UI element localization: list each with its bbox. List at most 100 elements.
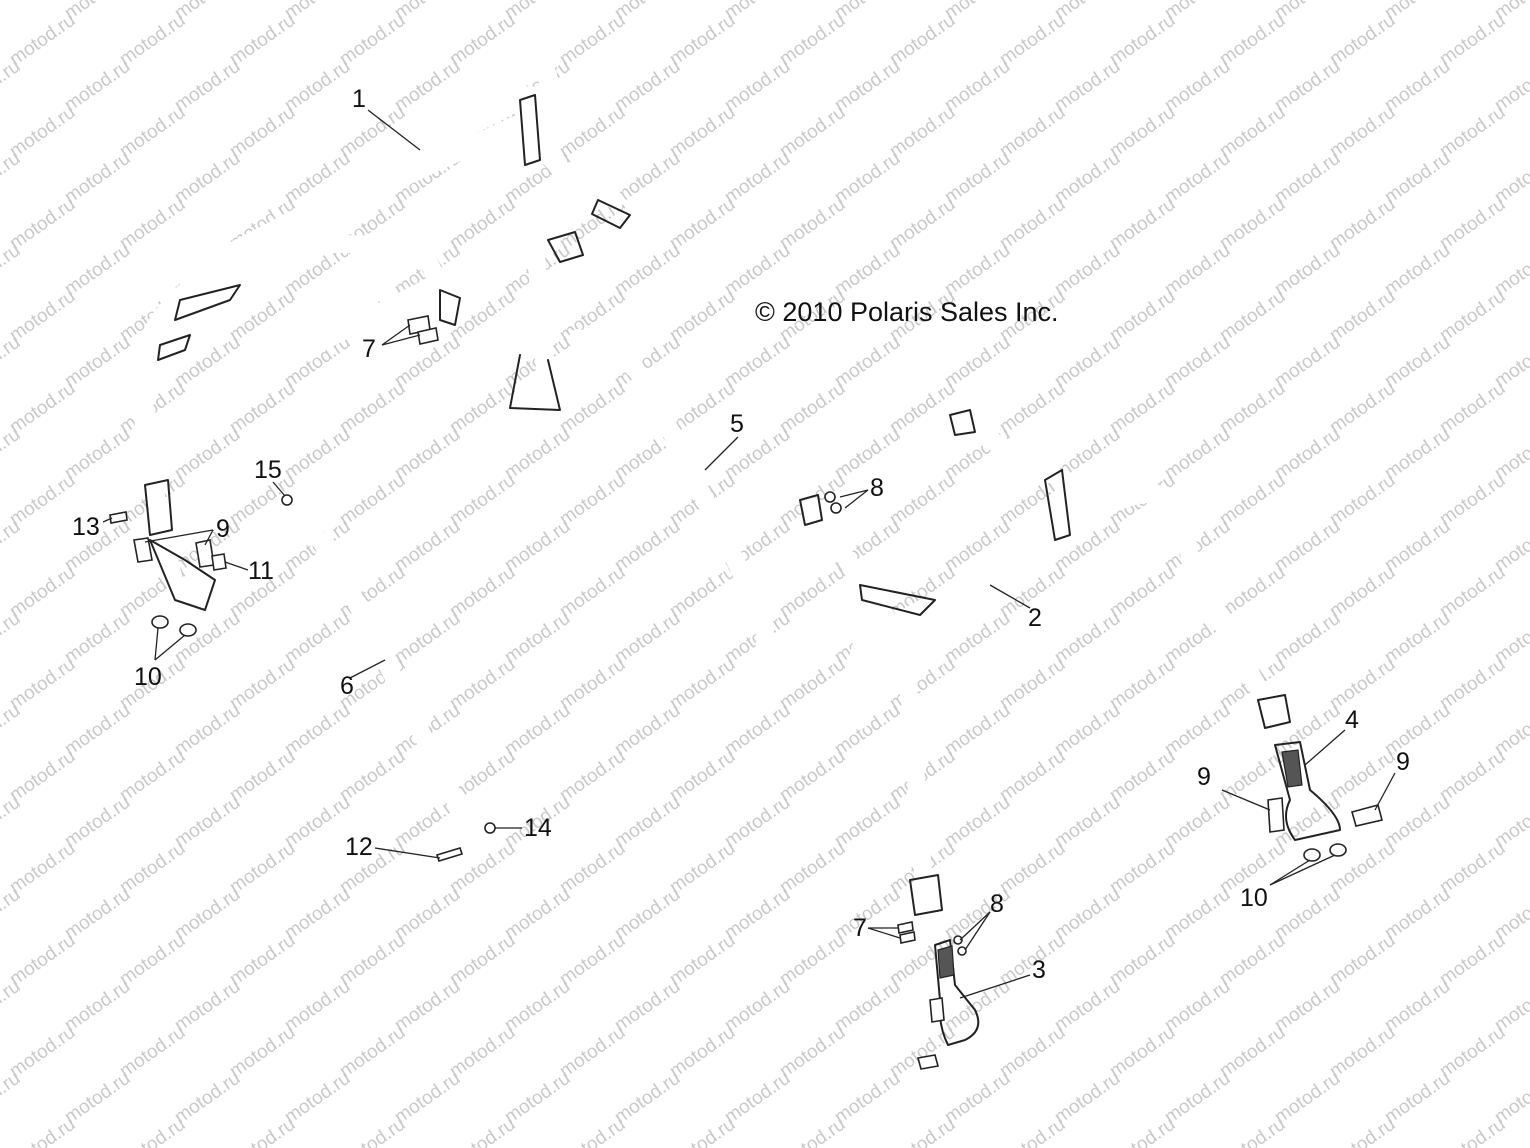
watermark-text: motod.ru — [1271, 332, 1344, 392]
watermark-text: motod.ru — [666, 838, 739, 898]
tube-core — [801, 496, 904, 639]
watermark-text: motod.ru — [721, 792, 794, 852]
watermark-text: motod.ru — [1271, 976, 1344, 1036]
watermark-text: motod.ru — [1381, 792, 1454, 852]
watermark-text: motod.ru — [1216, 194, 1289, 254]
watermark-text: motod.ru — [996, 838, 1069, 898]
watermark-text: motod.ru — [391, 424, 464, 484]
watermark-text: motod.ru — [501, 1068, 574, 1128]
watermark-text: motod.ru — [171, 148, 244, 208]
watermark-text: motod.ru — [1326, 562, 1399, 622]
watermark-text: motod.ru — [1161, 56, 1234, 116]
leader-lines — [102, 109, 1396, 999]
watermark-text: motod.ru — [886, 194, 959, 254]
watermark-text: motod.ru — [1051, 240, 1124, 300]
watermark-text: motod.ru — [831, 56, 904, 116]
watermark-text: motod.ru — [666, 194, 739, 254]
watermark-text: motod.ru — [721, 976, 794, 1036]
watermark-text: motod.ru — [1271, 700, 1344, 760]
watermark-text: motod.ru — [996, 194, 1069, 254]
watermark-text: motod.ru — [996, 746, 1069, 806]
tube-core — [421, 201, 594, 304]
watermark-text: motod.ru — [446, 378, 519, 438]
watermark-text: motod.ru — [171, 700, 244, 760]
watermark-text: motod.ru — [556, 470, 629, 530]
watermark-text: motod.ru — [1161, 1068, 1234, 1128]
watermark-text: motod.ru — [941, 148, 1014, 208]
watermark-text: motod.ru — [831, 332, 904, 392]
watermark-text: motod.ru — [611, 1068, 684, 1128]
watermark-text: motod.ru — [336, 1114, 409, 1148]
watermark-text: motod.ru — [666, 746, 739, 806]
callout-10-left: 10 — [134, 663, 162, 691]
watermark-text: motod.ru — [721, 700, 794, 760]
tube-core — [266, 501, 484, 854]
copyright-notice: © 2010 Polaris Sales Inc. — [755, 297, 1059, 327]
watermark-text: motod.ru — [61, 240, 134, 300]
watermark-text: motod.ru — [996, 102, 1069, 162]
watermark-text: motod.ru — [501, 700, 574, 760]
watermark-text: motod.ru — [6, 194, 79, 254]
callout-13: 13 — [72, 513, 100, 541]
watermark-text: motod.ru — [556, 930, 629, 990]
watermark-text: motod.ru — [1381, 1068, 1454, 1128]
watermark-text: motod.ru — [611, 56, 684, 116]
watermark-text: motod.ru — [556, 1114, 629, 1148]
watermark-text: motod.ru — [1106, 10, 1179, 70]
watermark-text: motod.ru — [116, 838, 189, 898]
watermark-text: motod.ru — [171, 1068, 244, 1128]
watermark-text: motod.ru — [6, 654, 79, 714]
watermark-text: motod.ru — [556, 378, 629, 438]
watermark-text: motod.ru — [116, 10, 189, 70]
watermark-text: motod.ru — [281, 56, 354, 116]
callout-12: 12 — [345, 833, 373, 861]
callout-labels: 1 2 3 4 5 6 7 7 8 8 9 9 9 10 10 11 12 13… — [72, 85, 1410, 984]
watermark-text: motod.ru — [226, 286, 299, 346]
watermark-text: motod.ru — [1436, 930, 1509, 990]
front-foot-bracket — [916, 939, 980, 1070]
watermark-text: motod.ru — [666, 930, 739, 990]
watermark-text: motod.ru — [1106, 838, 1179, 898]
watermark-text: motod.ru — [666, 1114, 739, 1148]
watermark-text: motod.ru — [1326, 378, 1399, 438]
watermark-text: motod.ru — [1161, 700, 1234, 760]
watermark-text: motod.ru — [721, 1068, 794, 1128]
watermark-text: motod.ru — [776, 1114, 849, 1148]
watermark-text: motod.ru — [721, 56, 794, 116]
watermark-text: motod.ru — [941, 792, 1014, 852]
watermark-text: motod.ru — [556, 562, 629, 622]
watermark-text: motod.ru — [116, 1114, 189, 1148]
watermark-text: motod.ru — [1106, 194, 1179, 254]
watermark-text: motod.ru — [1271, 56, 1344, 116]
watermark-text: motod.ru — [336, 470, 409, 530]
watermark-text: motod.ru — [391, 516, 464, 576]
watermark-text: motod.ru — [6, 286, 79, 346]
watermark-text: motod.ru — [281, 1068, 354, 1128]
callout-10-right: 10 — [1240, 884, 1268, 912]
watermark-text: motod.ru — [336, 1022, 409, 1082]
watermark-text: motod.ru — [776, 378, 849, 438]
watermark-text: motod.ru — [721, 332, 794, 392]
watermark-text: motod.ru — [941, 608, 1014, 668]
watermark-text: motod.ru — [281, 700, 354, 760]
watermark-text: motod.ru — [1051, 56, 1124, 116]
watermark-text: motod.ru — [171, 792, 244, 852]
watermark-text: motod.ru — [831, 424, 904, 484]
tube-core — [536, 66, 624, 209]
watermark-text: motod.ru — [1326, 102, 1399, 162]
watermark-text: motod.ru — [1051, 700, 1124, 760]
watermark-text: motod.ru — [6, 102, 79, 162]
watermark-text: motod.ru — [1051, 884, 1124, 944]
watermark-text: motod.ru — [1271, 884, 1344, 944]
watermark-text: motod.ru — [1051, 332, 1124, 392]
watermark-text: motod.ru — [831, 1068, 904, 1128]
watermark-text: motod.ru — [281, 608, 354, 668]
watermark-text: motod.ru — [391, 1068, 464, 1128]
watermark-text: motod.ru — [886, 378, 959, 438]
watermark-text: motod.ru — [116, 1022, 189, 1082]
watermark-text: motod.ru — [941, 700, 1014, 760]
watermark-text: motod.ru — [1161, 240, 1234, 300]
watermark-text: motod.ru — [556, 654, 629, 714]
watermark-text: motod.ru — [1051, 792, 1124, 852]
watermark-text: motod.ru — [446, 562, 519, 622]
